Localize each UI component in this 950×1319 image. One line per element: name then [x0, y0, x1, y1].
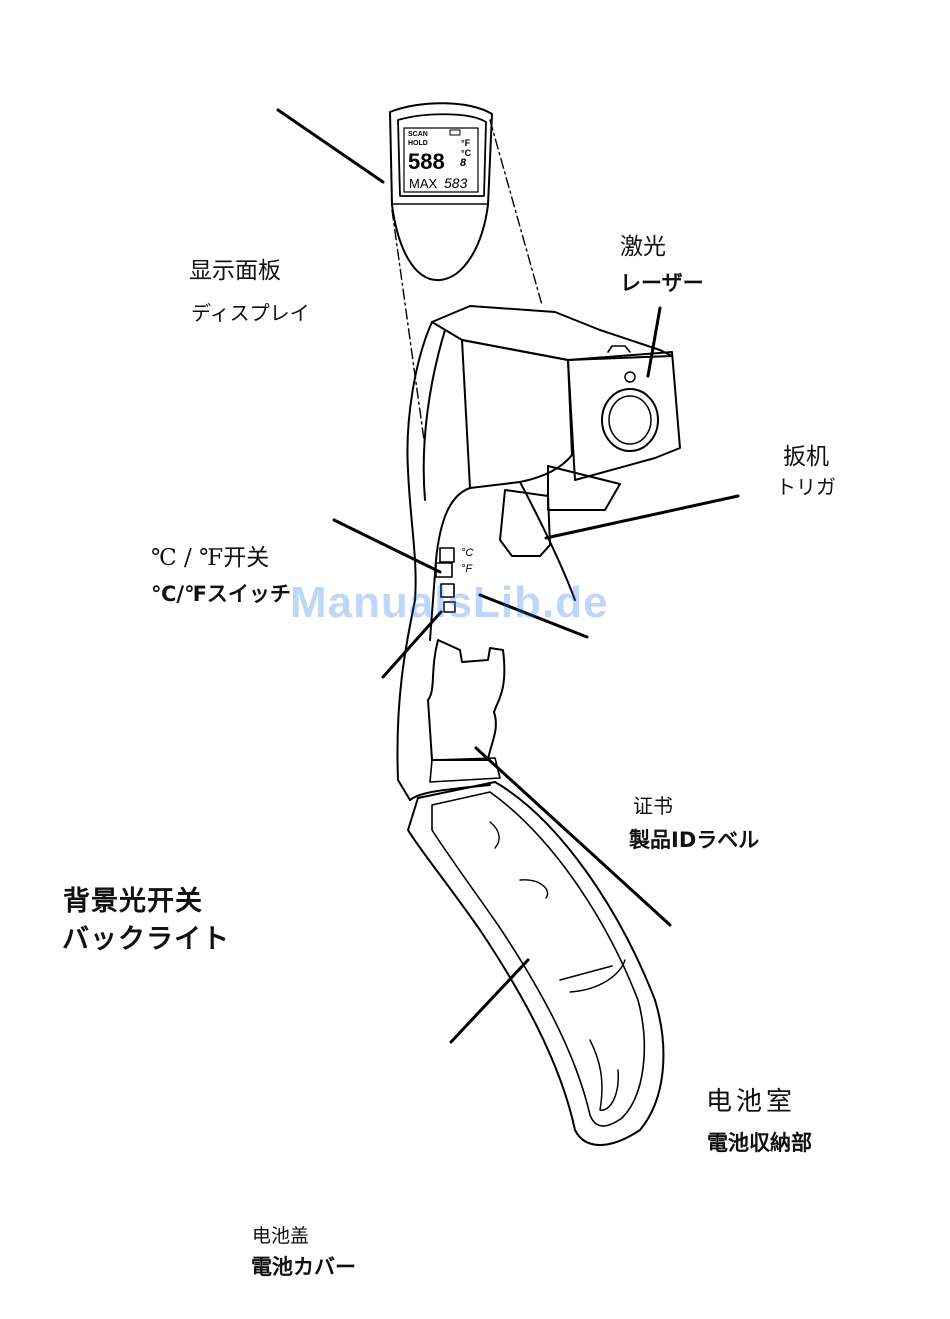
scan-indicator: SCAN	[408, 131, 428, 138]
switch-mark-c: °C	[461, 547, 473, 559]
laser-label-jp: レーザー	[620, 271, 704, 295]
battery-cover-drawing	[408, 782, 663, 1145]
main-reading: 588	[408, 149, 445, 174]
backlight-label-cn: 背景光开关	[63, 886, 203, 917]
unit-f-indicator: °F	[461, 138, 471, 148]
switch-markings: °C °F	[461, 547, 473, 575]
battery-cover-leader-line	[451, 960, 528, 1042]
max-reading: 583	[444, 175, 468, 191]
display-label-cn: 显示面板	[189, 258, 281, 284]
max-label: MAX	[409, 176, 438, 191]
display-panel-drawing	[390, 103, 492, 280]
switch-mark-f: °F	[461, 563, 473, 575]
backlight-label-jp: バックライト	[62, 924, 230, 955]
display-label-jp: ディスプレイ	[191, 302, 310, 325]
laser-label-cn: 激光	[620, 234, 666, 260]
laser-leader-line	[648, 308, 660, 376]
watermark: ManualsLib.de	[290, 578, 609, 628]
cf-switch-leader-line	[334, 520, 440, 572]
trigger-label-cn: 扳机	[783, 444, 829, 470]
battery-compartment-label-cn: 电池室	[706, 1088, 796, 1118]
callout-lines	[278, 110, 738, 1042]
cf-switch-label-cn: ℃ / ℉开关	[151, 545, 269, 571]
battery-icon	[450, 130, 460, 135]
id-label-jp: 製品IDラベル	[629, 828, 759, 852]
trigger-label-jp: トリガ	[776, 476, 836, 499]
cf-switch-label-jp: ℃/℉スイッチ	[151, 582, 291, 606]
display-readout: SCAN HOLD 588 8 °F °C MAX 583	[408, 130, 472, 191]
battery-compartment-label-jp: 電池収納部	[707, 1131, 812, 1155]
id-label-cn: 证书	[633, 795, 673, 818]
unit-c-indicator: °C	[461, 148, 472, 158]
hold-indicator: HOLD	[408, 140, 428, 147]
display-leader-line	[278, 110, 383, 182]
battery-cover-label-jp: 電池カバー	[251, 1255, 356, 1279]
main-reading-decimal: 8	[460, 157, 467, 169]
battery-cover-label-cn: 电池盖	[252, 1226, 309, 1248]
trigger-leader-line	[546, 496, 738, 538]
thermometer-body	[397, 306, 680, 800]
